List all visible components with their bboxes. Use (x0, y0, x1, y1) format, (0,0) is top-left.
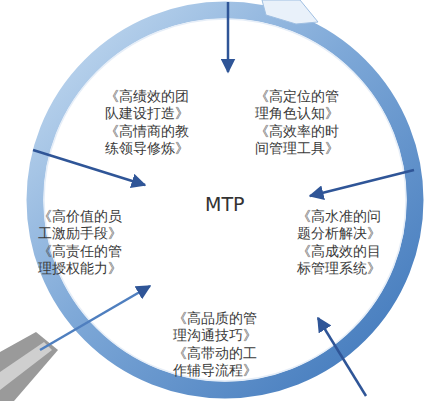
arrow (227, 2, 230, 72)
course-title: 《高责任的管理授权能力》 (33, 243, 127, 277)
ring-inner-edge (44, 19, 406, 381)
ring-arrow-end (262, 0, 318, 24)
arrow (318, 318, 366, 396)
course-title: 《高价值的员工激励手段》 (33, 208, 127, 242)
course-title: 《高品质的管理沟通技巧》 (168, 310, 262, 344)
course-title: 《高水准的问题分析解决》 (292, 208, 386, 242)
pen-highlight (0, 342, 52, 390)
arrow (310, 170, 414, 196)
course-title: 《高情商的教练领导修炼》 (100, 123, 194, 157)
ring (35, 10, 415, 390)
course-title: 《高成效的目标管理系统》 (292, 243, 386, 277)
course-title: 《高带动的工作辅导流程》 (168, 345, 262, 379)
course-title: 《高定位的管理角色认知》 (250, 88, 344, 122)
course-title: 《高效率的时间管理工具》 (250, 123, 344, 157)
pen-shadow (0, 332, 58, 401)
course-title: 《高绩效的团队建设打造》 (100, 88, 194, 122)
arrow (40, 286, 150, 350)
center-title: MTP (205, 193, 244, 215)
